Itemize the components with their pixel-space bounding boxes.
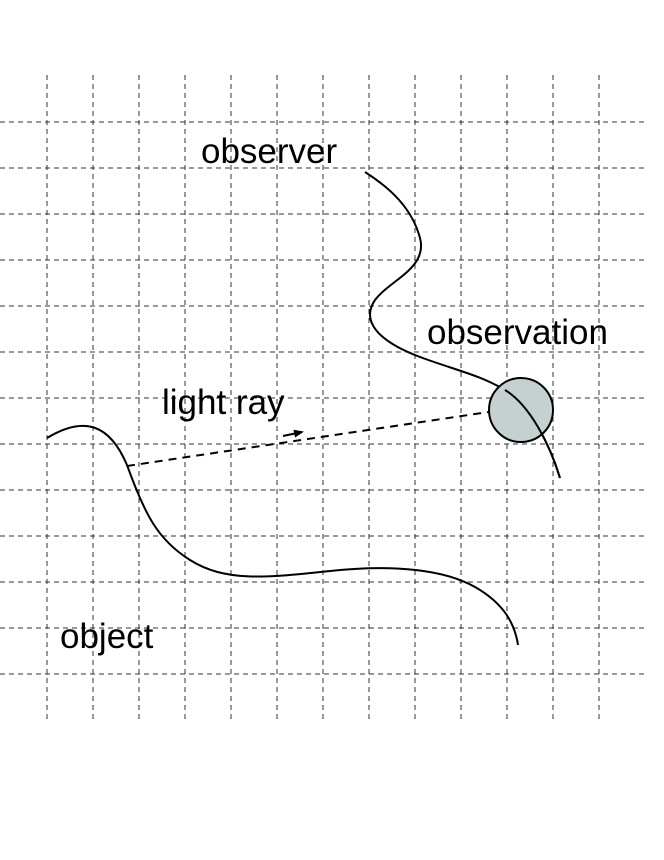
- observer-worldline-over-circle: [504, 389, 561, 479]
- observation-label: observation: [427, 313, 608, 352]
- object-label: object: [60, 617, 154, 656]
- grid: [0, 75, 648, 720]
- light-ray-line: [126, 406, 523, 467]
- observation-circle: [488, 377, 554, 443]
- light-ray-label: light ray: [162, 383, 285, 422]
- object-worldline: [46, 424, 519, 646]
- observer-label: observer: [201, 132, 338, 171]
- light-ray-arrow: [282, 429, 304, 438]
